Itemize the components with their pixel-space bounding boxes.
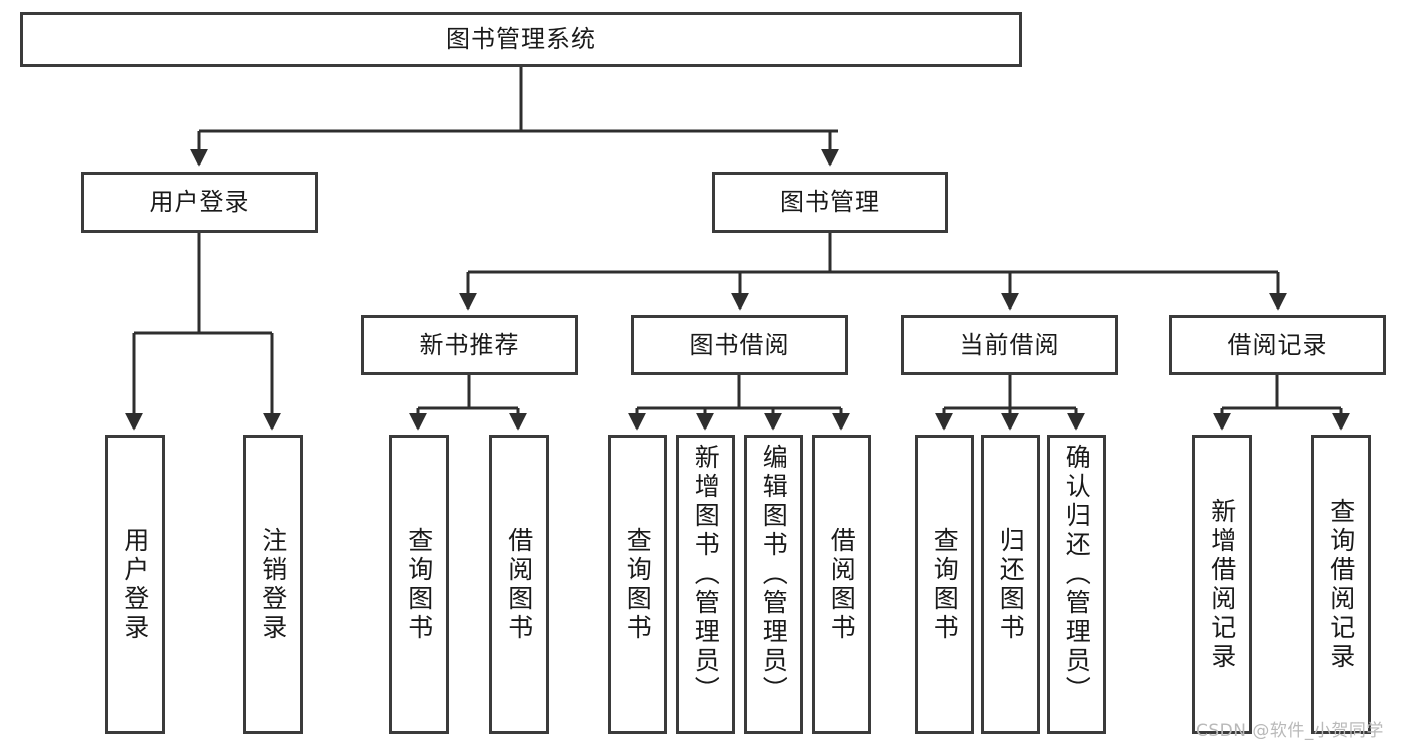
node-user-login[interactable]: 用户登录: [81, 172, 318, 233]
node-current-borrow[interactable]: 当前借阅: [901, 315, 1118, 375]
leaf-borrow-book-newbook[interactable]: 借阅图书: [489, 435, 549, 734]
leaf-add-borrow-record[interactable]: 新增借阅记录: [1192, 435, 1252, 734]
node-label: 图书管理: [780, 188, 880, 217]
leaf-query-borrow-record[interactable]: 查询借阅记录: [1311, 435, 1371, 734]
leaf-return-book[interactable]: 归还图书: [981, 435, 1040, 734]
node-new-book-recommend[interactable]: 新书推荐: [361, 315, 578, 375]
node-label: 新书推荐: [419, 330, 520, 359]
node-label: 借阅记录: [1227, 330, 1328, 359]
node-root-system[interactable]: 图书管理系统: [20, 12, 1022, 67]
node-book-management[interactable]: 图书管理: [712, 172, 948, 233]
node-label: 当前借阅: [959, 330, 1060, 359]
node-book-borrow[interactable]: 图书借阅: [631, 315, 848, 375]
node-label: 查询图书: [404, 526, 434, 643]
node-label: 查询图书: [623, 526, 653, 643]
node-label: 归还图书: [996, 526, 1026, 643]
node-label: 图书管理系统: [446, 25, 596, 54]
node-borrow-record[interactable]: 借阅记录: [1169, 315, 1386, 375]
node-label: 确认归还（管理员）: [1062, 444, 1092, 705]
node-label: 新增借阅记录: [1207, 497, 1237, 672]
leaf-query-book-newbook[interactable]: 查询图书: [389, 435, 449, 734]
node-label: 图书借阅: [689, 330, 790, 359]
leaf-user-login[interactable]: 用户登录: [105, 435, 165, 734]
node-label: 用户登录: [149, 188, 250, 217]
node-label: 注销登录: [258, 526, 288, 643]
node-label: 查询图书: [930, 526, 960, 643]
leaf-add-book-admin[interactable]: 新增图书（管理员）: [676, 435, 735, 734]
leaf-confirm-return-admin[interactable]: 确认归还（管理员）: [1047, 435, 1106, 734]
node-label: 借阅图书: [504, 526, 534, 643]
node-label: 用户登录: [120, 526, 150, 643]
leaf-query-book-borrow[interactable]: 查询图书: [608, 435, 667, 734]
leaf-query-book-current[interactable]: 查询图书: [915, 435, 974, 734]
leaf-borrow-book-borrow[interactable]: 借阅图书: [812, 435, 871, 734]
node-label: 查询借阅记录: [1326, 497, 1356, 672]
node-label: 借阅图书: [827, 526, 857, 643]
leaf-edit-book-admin[interactable]: 编辑图书（管理员）: [744, 435, 803, 734]
leaf-logout[interactable]: 注销登录: [243, 435, 303, 734]
node-label: 编辑图书（管理员）: [759, 444, 789, 705]
csdn-watermark: CSDN @软件_小贺同学: [1196, 721, 1384, 741]
node-label: 新增图书（管理员）: [691, 444, 721, 705]
